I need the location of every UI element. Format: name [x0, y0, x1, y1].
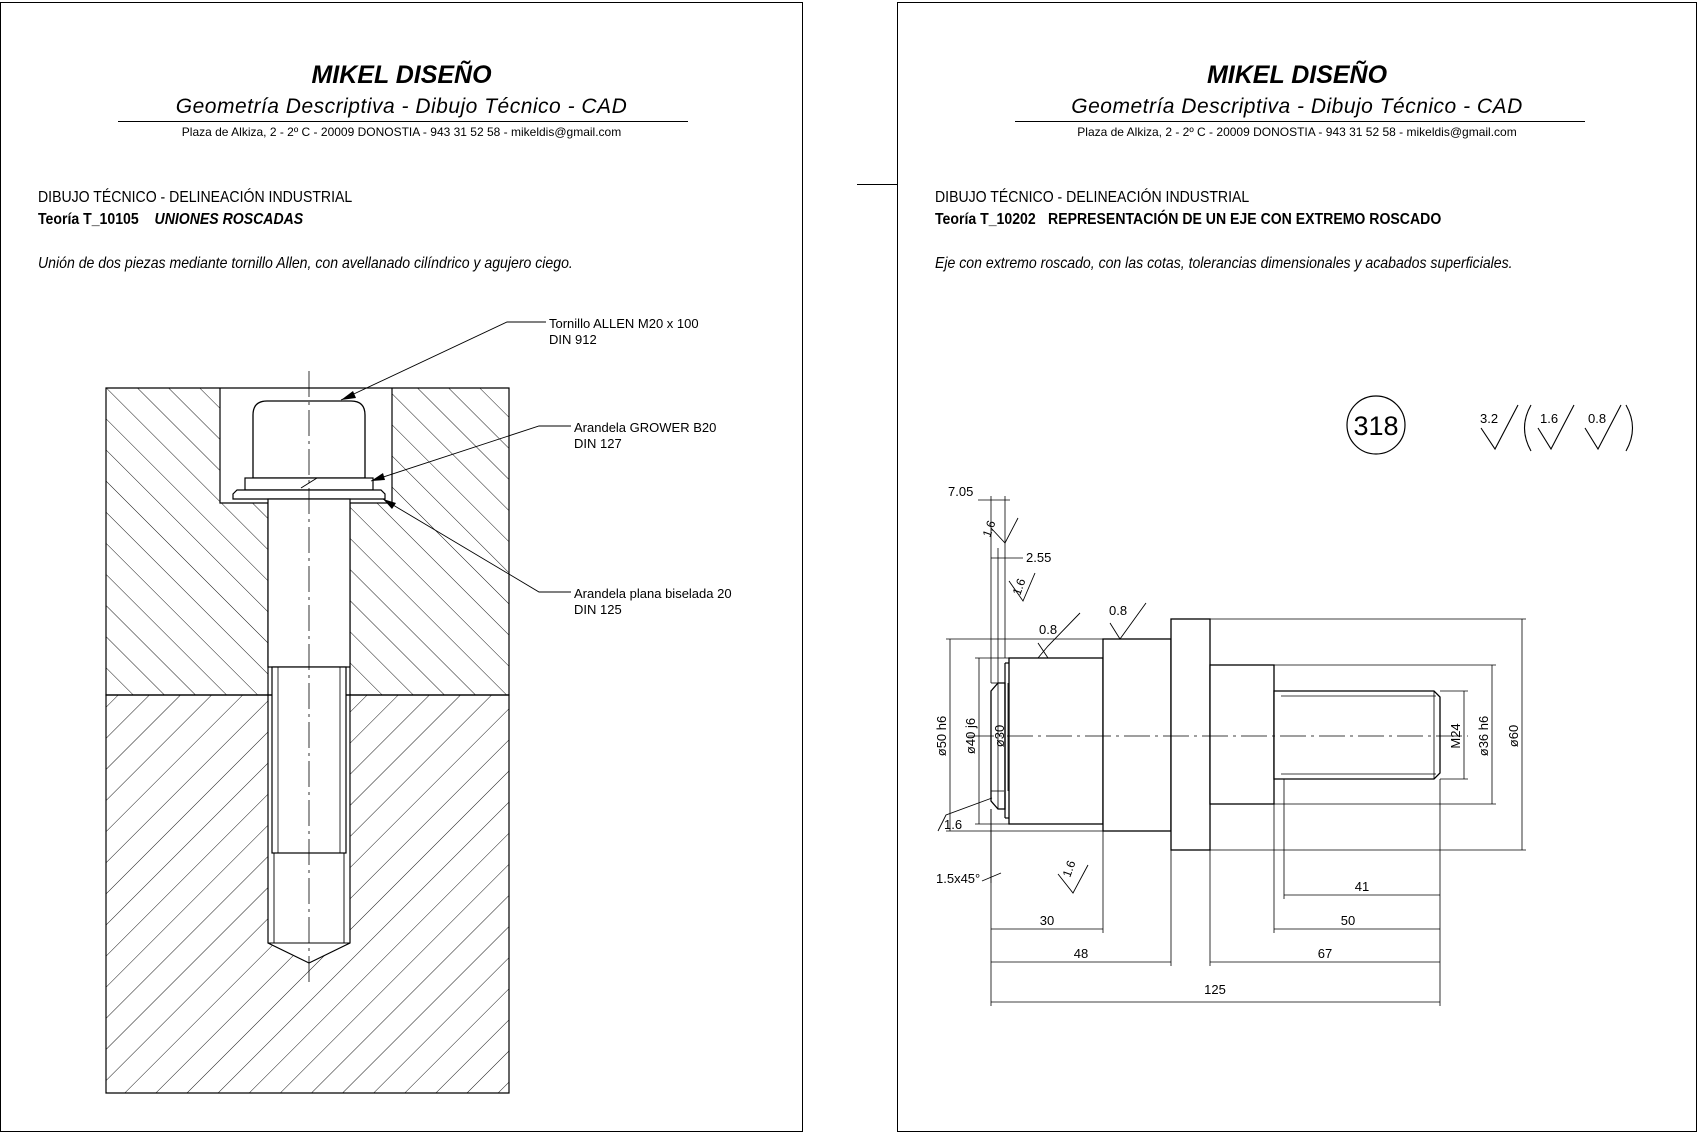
- roughness-top-16a: [990, 517, 1019, 544]
- roughness-bottom-16b: [1057, 864, 1089, 894]
- leader-screw: [340, 321, 546, 401]
- label-flat-din: DIN 125: [574, 602, 622, 617]
- company-address: Plaza de Alkiza, 2 - 2º C - 20009 DONOST…: [181, 125, 622, 139]
- dim-dia-36: ø36 h6: [1476, 716, 1491, 756]
- dim-dia-40: ø40 j6: [963, 718, 978, 754]
- company-subtitle-right: Geometría Descriptiva - Dibujo Técnico -…: [1071, 95, 1523, 118]
- roughness-08-b: [1109, 602, 1147, 640]
- theory-heading: Teoría T_10105 UNIONES ROSCADAS: [38, 211, 303, 229]
- shaft-step-40: [1008, 657, 1104, 825]
- theory-heading-right: Teoría T_10202 REPRESENTACIÓN DE UN EJE C…: [935, 211, 1441, 229]
- dim-30: 30: [1040, 913, 1054, 928]
- dim-dia-50: ø50 h6: [934, 716, 949, 756]
- label-screw: Tornillo ALLEN M20 x 100: [549, 316, 699, 331]
- theory-description-right: Eje con extremo roscado, con las cotas, …: [935, 255, 1513, 272]
- shaft-drawing: 318 3.2 1.6 0.8: [934, 395, 1634, 1006]
- dim-67: 67: [1318, 946, 1332, 961]
- shaft-step-36: [1209, 664, 1275, 805]
- page-right: MIKEL DISEÑO Geometría Descriptiva - Dib…: [897, 2, 1697, 1132]
- company-title-right: MIKEL DISEÑO: [1206, 61, 1388, 89]
- svg-text:3.2: 3.2: [1480, 411, 1498, 426]
- dim-48: 48: [1074, 946, 1088, 961]
- svg-text:0.8: 0.8: [1039, 622, 1057, 637]
- theory-title: UNIONES ROSCADAS: [154, 211, 304, 228]
- svg-text:1.6: 1.6: [980, 518, 999, 539]
- label-grower: Arandela GROWER B20: [574, 420, 716, 435]
- label-flat: Arandela plana biselada 20: [574, 586, 732, 601]
- svg-text:1.6: 1.6: [1060, 858, 1079, 879]
- leader-grower: [370, 425, 571, 482]
- dim-7-05: 7.05: [948, 484, 973, 499]
- page-left: MIKEL DISEÑO Geometría Descriptiva - Dib…: [0, 2, 803, 1132]
- roughness-16: 1.6: [1537, 404, 1575, 451]
- roughness-08-a: [1037, 612, 1081, 659]
- screw-head: [252, 400, 366, 479]
- dim-chamfer: 1.5x45°: [936, 871, 980, 886]
- theory-description: Unión de dos piezas mediante tornillo Al…: [38, 255, 573, 272]
- part-number-balloon: [1346, 395, 1406, 455]
- dim-125: 125: [1204, 982, 1226, 997]
- page-edge-mark: [857, 184, 897, 185]
- company-address-right: Plaza de Alkiza, 2 - 2º C - 20009 DONOST…: [1077, 125, 1517, 139]
- svg-text:0.8: 0.8: [1109, 603, 1127, 618]
- roughness-bottom-16: [937, 797, 993, 832]
- roughness-general: 3.2: [1480, 404, 1519, 451]
- label-grower-din: DIN 127: [574, 436, 622, 451]
- svg-text:0.8: 0.8: [1588, 411, 1606, 426]
- header-rule: [118, 121, 688, 122]
- company-subtitle: Geometría Descriptiva - Dibujo Técnico -…: [175, 95, 628, 118]
- theory-title-right: REPRESENTACIÓN DE UN EJE CON EXTREMO ROS…: [1048, 211, 1442, 228]
- section-title-right: DIBUJO TÉCNICO - DELINEACIÓN INDUSTRIAL: [935, 189, 1250, 206]
- section-title: DIBUJO TÉCNICO - DELINEACIÓN INDUSTRIAL: [38, 189, 353, 206]
- dim-dia-30: ø30: [992, 725, 1007, 747]
- theory-code: Teoría T_10105: [38, 211, 139, 228]
- shaft-thread: [1273, 690, 1441, 780]
- dim-2-55: 2.55: [1026, 550, 1051, 565]
- theory-code-right: Teoría T_10202: [935, 211, 1036, 228]
- part-number: 318: [1353, 411, 1398, 441]
- shaft-step-50: [1102, 638, 1172, 832]
- dim-41: 41: [1355, 879, 1369, 894]
- paren-close: [1625, 404, 1634, 452]
- dim-m24: M24: [1448, 723, 1463, 748]
- roughness-08: 0.8: [1584, 404, 1622, 451]
- shaft-collar-60: [1170, 618, 1211, 851]
- paren-open: [1523, 404, 1532, 452]
- header-rule-right: [1015, 121, 1585, 122]
- shaft: [990, 618, 1441, 851]
- dim-50: 50: [1341, 913, 1355, 928]
- company-title: MIKEL DISEÑO: [311, 61, 492, 89]
- svg-text:1.6: 1.6: [1540, 411, 1558, 426]
- roughness-top-16b: [1008, 572, 1036, 602]
- svg-text:1.6: 1.6: [1010, 576, 1029, 597]
- screw-joint-drawing: Tornillo ALLEN M20 x 100 DIN 912 Arandel…: [105, 316, 732, 1094]
- dim-dia-60: ø60: [1506, 725, 1521, 747]
- leader-flat: [382, 498, 571, 593]
- svg-text:1.6: 1.6: [944, 817, 962, 832]
- label-screw-din: DIN 912: [549, 332, 597, 347]
